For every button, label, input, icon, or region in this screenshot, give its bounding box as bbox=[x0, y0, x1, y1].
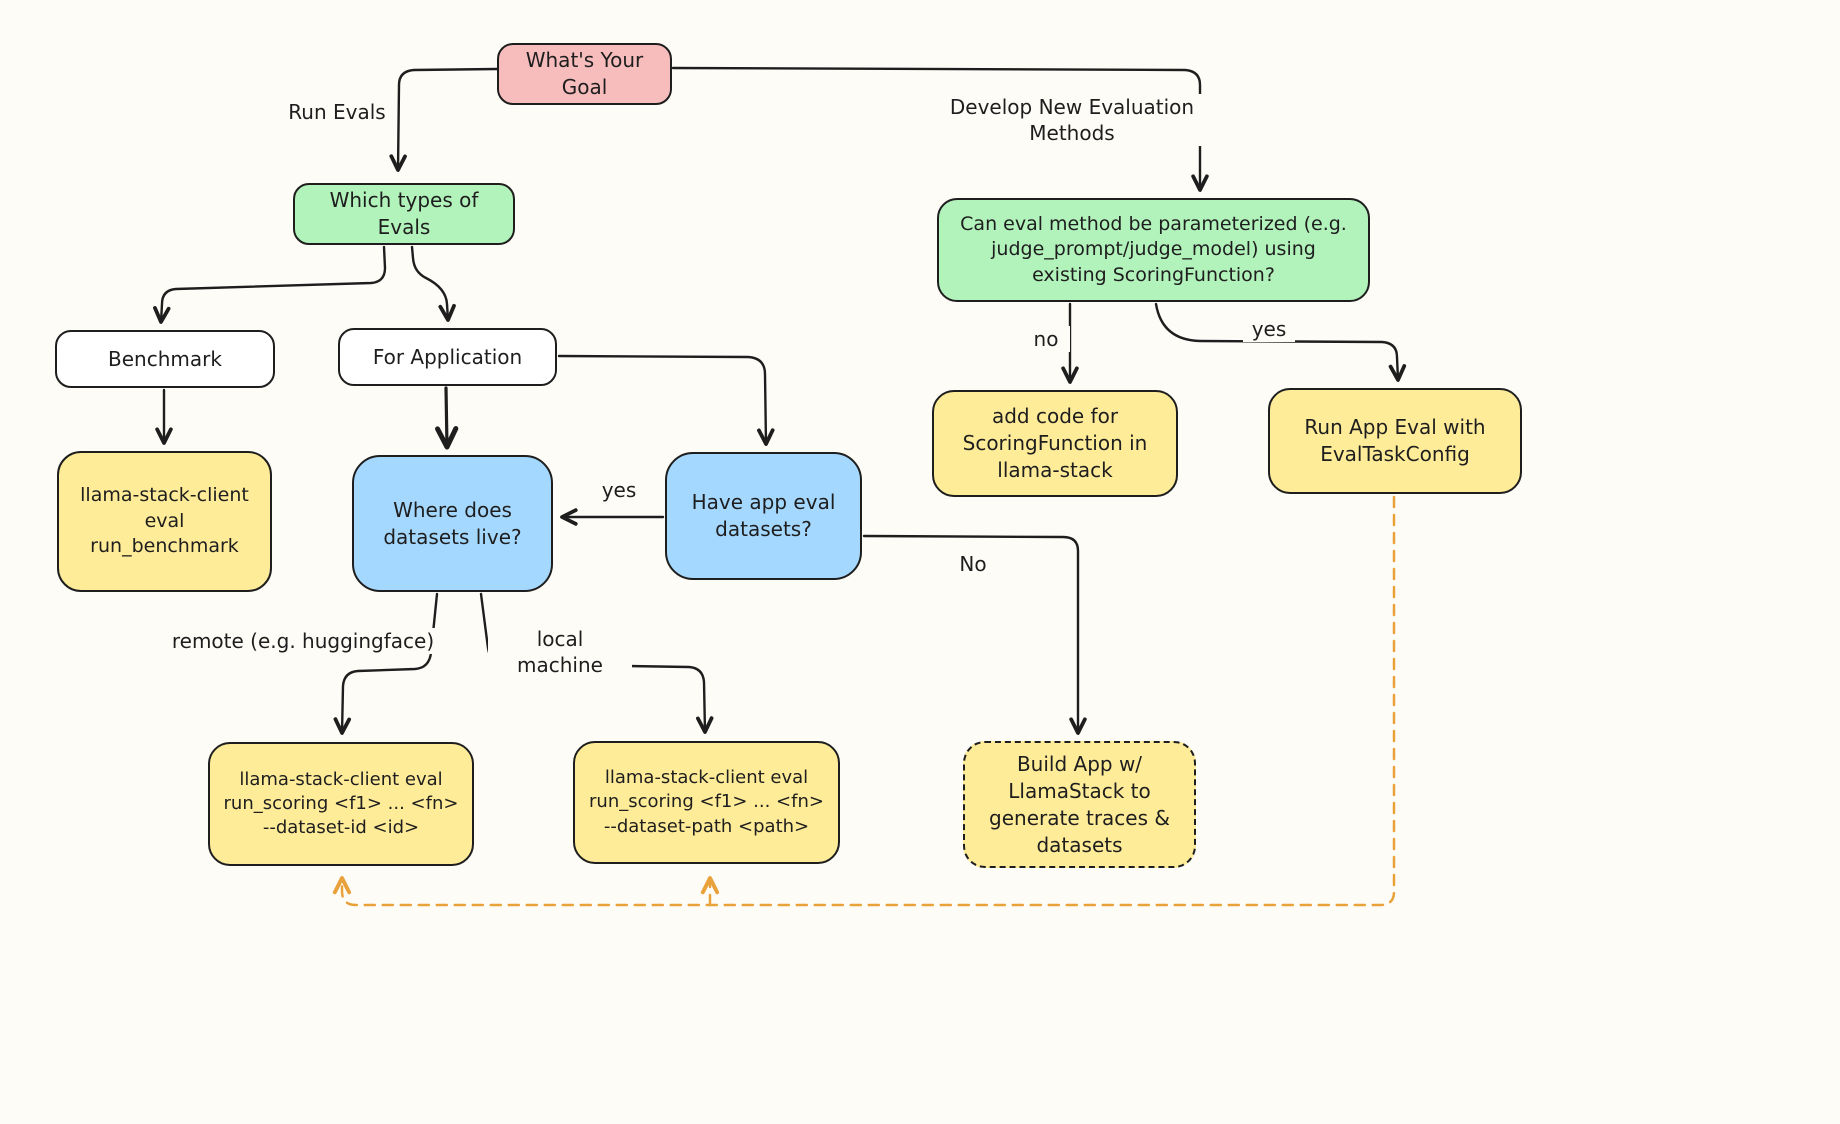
node-add-code-scoringfunction: add code for ScoringFunction in llama-st… bbox=[932, 390, 1178, 497]
edge-label-yes-have-datasets: yes bbox=[593, 477, 645, 503]
node-where-does-datasets-live: Where does datasets live? bbox=[352, 455, 553, 592]
arrow-for-application-to-where-datasets bbox=[435, 386, 459, 450]
node-can-eval-be-parameterized: Can eval method be parameterized (e.g. j… bbox=[937, 198, 1370, 302]
node-for-application: For Application bbox=[338, 328, 557, 386]
arrow-for-application-to-have-app bbox=[557, 354, 775, 446]
arrow-types-to-benchmark bbox=[153, 245, 387, 324]
arrow-goal-to-which-types bbox=[389, 67, 499, 172]
edge-label-develop-new-evaluation-methods: Develop New Evaluation Methods bbox=[942, 94, 1202, 146]
node-have-app-eval-datasets: Have app eval datasets? bbox=[665, 452, 862, 580]
edge-label-yes-parameterized: yes bbox=[1243, 316, 1295, 342]
edge-label-remote-huggingface: remote (e.g. huggingface) bbox=[163, 628, 443, 654]
edge-label-run-evals: Run Evals bbox=[278, 99, 396, 125]
arrow-where-to-run-scoring-id-remote bbox=[333, 592, 439, 735]
arrow-types-to-for-application bbox=[410, 245, 456, 322]
node-run-benchmark-command: llama-stack-client eval run_benchmark bbox=[57, 451, 272, 592]
edge-label-local-machine: local machine bbox=[488, 626, 632, 678]
edge-label-no-parameterized: no bbox=[1022, 326, 1070, 352]
node-benchmark: Benchmark bbox=[55, 330, 275, 388]
node-run-scoring-dataset-id: llama-stack-client eval run_scoring <f1>… bbox=[208, 742, 474, 866]
node-run-scoring-dataset-path: llama-stack-client eval run_scoring <f1>… bbox=[573, 741, 840, 864]
node-whats-your-goal: What's Your Goal bbox=[497, 43, 672, 105]
node-which-types-of-evals: Which types of Evals bbox=[293, 183, 515, 245]
edge-label-no-have-datasets: No bbox=[949, 551, 997, 577]
node-run-app-eval-evaltaskconfig: Run App Eval with EvalTaskConfig bbox=[1268, 388, 1522, 494]
node-build-app-llamastack: Build App w/ LlamaStack to generate trac… bbox=[963, 741, 1196, 868]
